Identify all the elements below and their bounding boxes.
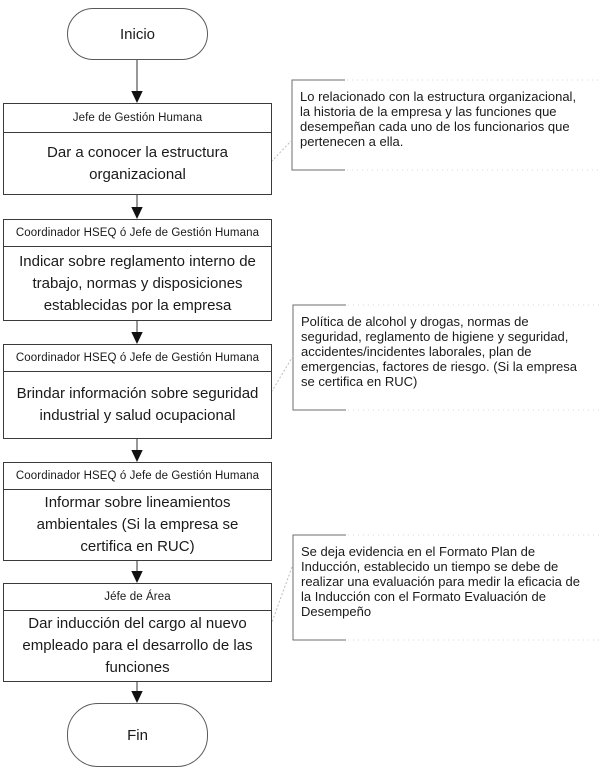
end-label: Fin (127, 726, 148, 744)
annotation-leader-line (271, 355, 294, 392)
annotation-evidencia: Se deja evidencia en el Formato Plan de … (301, 544, 580, 619)
start-terminator: Inicio (67, 8, 208, 60)
step-action-text: Brindar información sobre seguridad indu… (16, 385, 259, 424)
annotation-bracket (292, 534, 346, 641)
step-role-header: Coordinador HSEQ ó Jefe de Gestión Human… (4, 345, 271, 372)
process-step-lineamientos-ambientales: Coordinador HSEQ ó Jefe de Gestión Human… (3, 462, 272, 561)
step-role-header: Coordinador HSEQ ó Jefe de Gestión Human… (4, 463, 271, 490)
start-label: Inicio (119, 25, 156, 43)
step-action-text: Dar a conocer la estructura organizacion… (47, 143, 228, 183)
step-action-text: Indicar sobre reglamento interno de trab… (19, 252, 256, 314)
arrowhead-icon (131, 571, 143, 583)
process-step-reglamento-interno: Coordinador HSEQ ó Jefe de Gestión Human… (3, 219, 272, 321)
annotation-leader-line (271, 566, 293, 623)
step-action-text: Dar inducción del cargo al nuevo emplead… (22, 615, 253, 676)
annotation-estructura: Lo relacionado con la estructura organiz… (300, 89, 577, 149)
process-step-induccion-cargo: Jéfe de Área Dar inducción del cargo al … (3, 583, 272, 682)
process-step-seguridad-industrial: Coordinador HSEQ ó Jefe de Gestión Human… (3, 344, 272, 439)
annotation-bracket (291, 79, 345, 171)
step-role-header: Jéfe de Área (4, 584, 271, 611)
annotation-leader-line (271, 139, 293, 162)
arrowhead-icon (131, 91, 143, 103)
arrowhead-icon (131, 450, 143, 462)
arrowhead-icon (131, 691, 143, 703)
annotation-politicas: Política de alcohol y drogas, normas de … (301, 314, 578, 389)
process-step-estructura-organizacional: Jefe de Gestión Humana Dar a conocer la … (3, 103, 272, 195)
end-terminator: Fin (67, 703, 208, 767)
arrowhead-icon (131, 207, 143, 219)
step-role-header: Coordinador HSEQ ó Jefe de Gestión Human… (4, 220, 271, 247)
annotation-bracket (292, 304, 346, 411)
arrowhead-icon (131, 332, 143, 344)
step-role-header: Jefe de Gestión Humana (4, 104, 271, 133)
step-action-text: Informar sobre lineamientos ambientales … (36, 494, 239, 555)
